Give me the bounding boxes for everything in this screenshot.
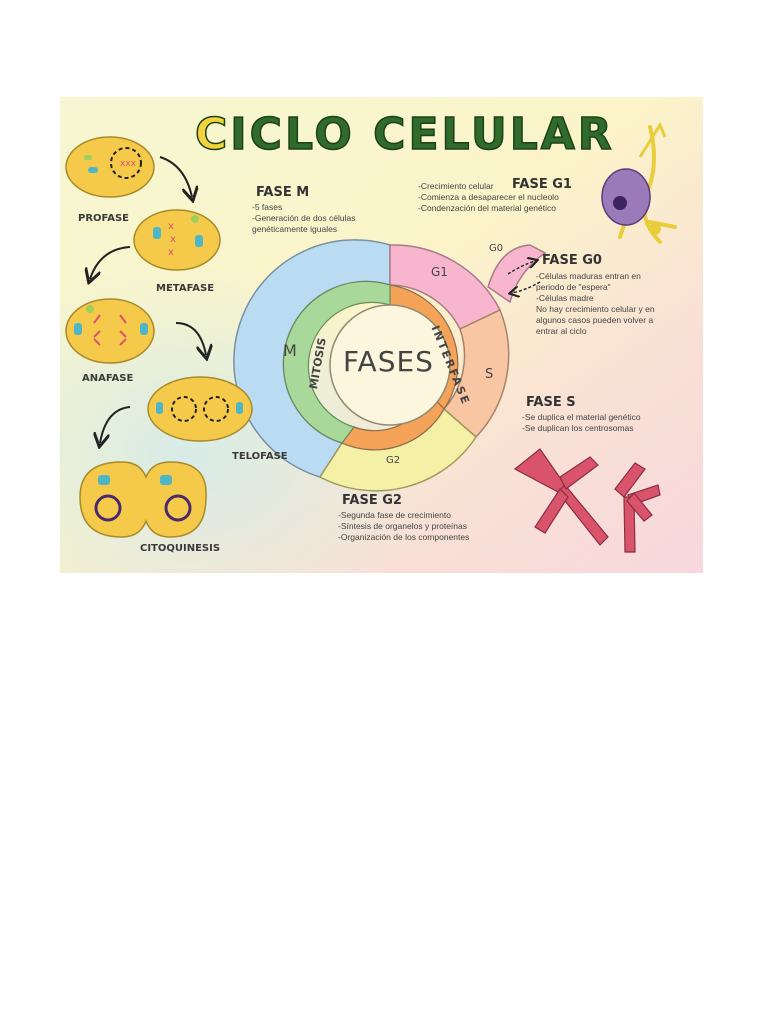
sector-g0-label: G0	[489, 243, 504, 254]
svg-text:xxx: xxx	[120, 159, 137, 169]
cell-metafase: x x x	[133, 209, 221, 271]
neuron-illustration	[601, 121, 677, 244]
cycle-wheel	[233, 239, 547, 492]
center-circle	[329, 304, 451, 426]
sector-g2-label: G2	[386, 455, 401, 466]
ciclo-celular-poster: xxx x x x	[60, 97, 703, 573]
fase-s-notes: -Se duplica el material genético-Se dupl…	[522, 412, 641, 433]
cell-anafase	[65, 298, 155, 364]
center-label: FASES	[343, 345, 434, 378]
svg-text:x: x	[168, 247, 174, 258]
fase-s-heading: FASE S	[526, 395, 576, 410]
stage-label-citoquinesis: CITOQUINESIS	[140, 543, 221, 554]
svg-text:x: x	[170, 234, 176, 245]
fase-g1-notes: -Crecimiento celular-Comienza a desapare…	[418, 181, 559, 213]
chromosomes	[513, 448, 661, 553]
cell-telofase	[147, 376, 253, 442]
fase-g2-heading: FASE G2	[342, 493, 402, 508]
stage-label-profase: PROFASE	[78, 213, 129, 224]
mitosis-band	[282, 280, 391, 444]
poster-art: xxx x x x	[60, 97, 703, 573]
stage-label-anafase: ANAFASE	[82, 373, 134, 384]
fase-m-heading: FASE M	[256, 185, 310, 200]
fase-g0-heading: FASE G0	[542, 253, 602, 268]
stage-label-telofase: TELOFASE	[232, 451, 288, 462]
sector-m-label: M	[283, 341, 297, 360]
stage-arrows	[90, 156, 206, 443]
stage-label-metafase: METAFASE	[156, 283, 215, 294]
page-title: CICLO CELULAR	[194, 108, 615, 161]
fase-g1-heading: FASE G1	[512, 177, 572, 192]
g0-arrows	[508, 261, 541, 293]
cell-citoquinesis	[79, 461, 207, 538]
svg-text:x: x	[168, 221, 174, 232]
fase-g2-notes: -Segunda fase de crecimiento-Síntesis de…	[338, 510, 470, 542]
sector-g1-label: G1	[431, 265, 448, 279]
cell-profase: xxx	[65, 136, 155, 198]
sector-s-label: S	[485, 367, 494, 382]
